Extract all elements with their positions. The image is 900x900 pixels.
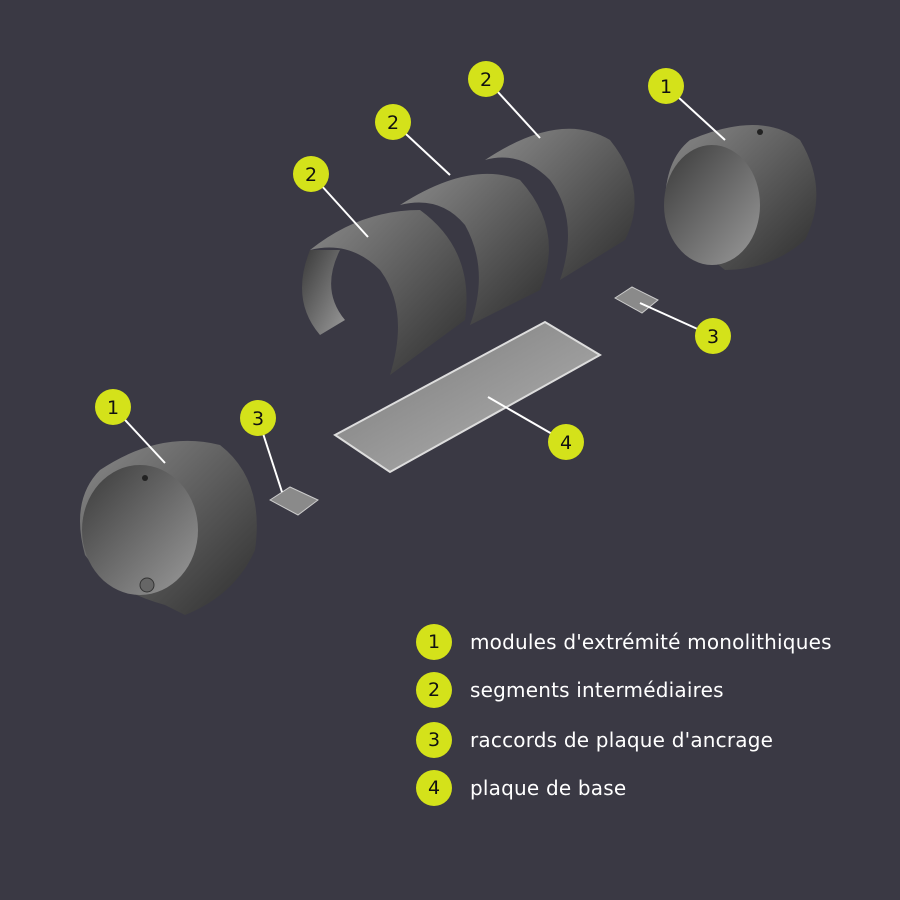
svg-text:2: 2 xyxy=(305,164,317,186)
svg-text:2: 2 xyxy=(480,69,492,91)
callout-badge: 2 xyxy=(468,61,504,97)
anchor-left-shape xyxy=(269,486,319,516)
svg-text:2: 2 xyxy=(387,112,399,134)
segment-front-shape xyxy=(302,210,467,375)
base-plate-shape xyxy=(333,320,602,474)
callout-badge: 3 xyxy=(695,318,731,354)
callout-badge: 2 xyxy=(375,104,411,140)
segment-back-shape xyxy=(485,128,635,280)
callout-badge: 2 xyxy=(293,156,329,192)
segment-middle-shape xyxy=(400,173,549,325)
callout-badge: 1 xyxy=(95,389,131,425)
legend-badge: 1 xyxy=(416,624,452,660)
legend-badge: 3 xyxy=(416,722,452,758)
legend-item: 3 raccords de plaque d'ancrage xyxy=(416,722,773,758)
svg-text:1: 1 xyxy=(660,76,672,98)
svg-text:4: 4 xyxy=(560,432,572,454)
svg-text:3: 3 xyxy=(707,326,719,348)
legend-item: 4 plaque de base xyxy=(416,770,626,806)
svg-text:1: 1 xyxy=(107,397,119,419)
callout-badge: 1 xyxy=(648,68,684,104)
callout-badge: 4 xyxy=(548,424,584,460)
legend-item: 2 segments intermédiaires xyxy=(416,672,724,708)
end-module-left-shape xyxy=(80,440,257,615)
legend-badge: 4 xyxy=(416,770,452,806)
callout-badge: 3 xyxy=(240,400,276,436)
end-module-right-shape xyxy=(664,125,817,270)
legend-label: plaque de base xyxy=(470,776,627,800)
legend-label: segments intermédiaires xyxy=(470,678,724,702)
legend-label: raccords de plaque d'ancrage xyxy=(470,728,774,752)
legend-badge: 2 xyxy=(416,672,452,708)
legend-item: 1 modules d'extrémité monolithiques xyxy=(416,624,832,660)
legend-label: modules d'extrémité monolithiques xyxy=(470,630,832,654)
svg-text:3: 3 xyxy=(252,408,264,430)
